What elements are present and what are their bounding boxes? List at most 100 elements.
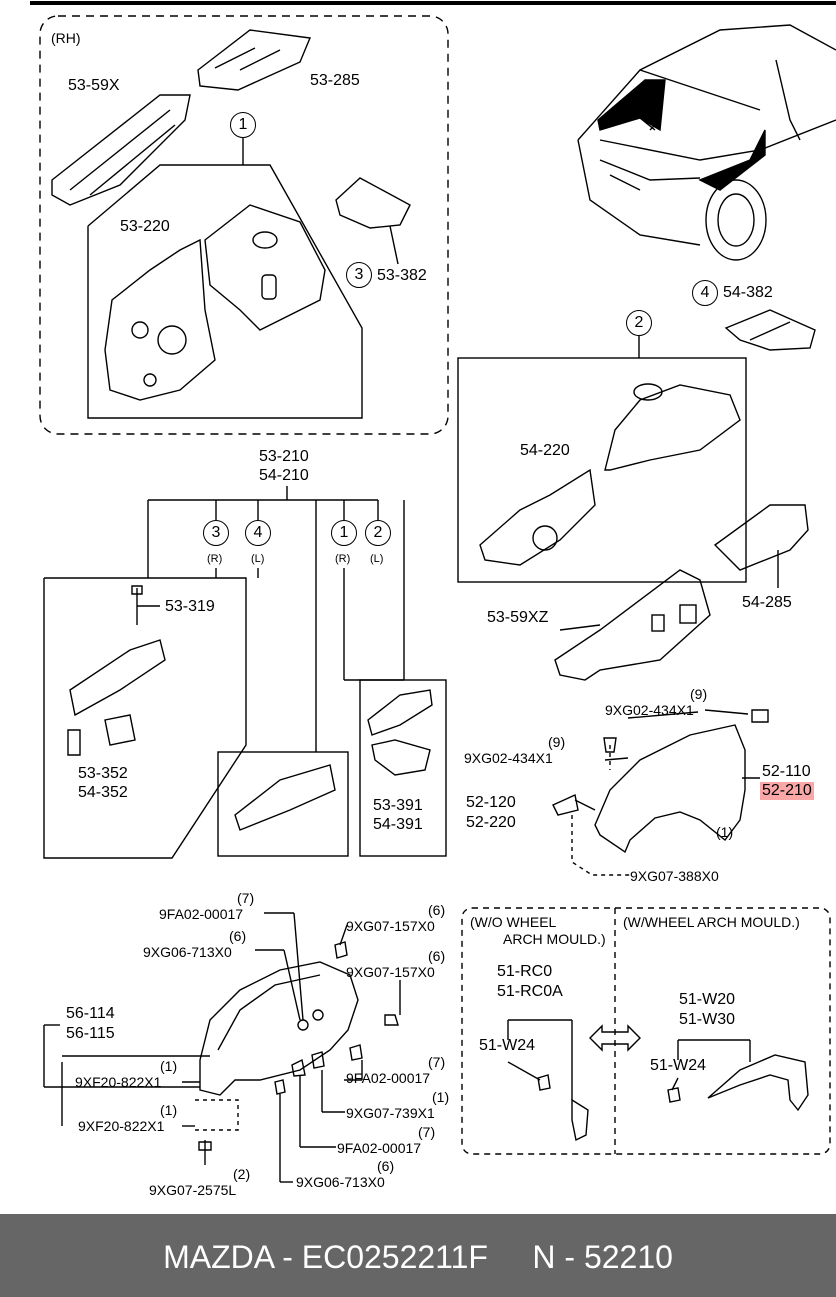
label-53-352: 53-352 — [78, 765, 128, 782]
qty-1-fender: (1) — [716, 824, 734, 840]
part-53-59x — [51, 94, 191, 206]
callout-4-tree: 4 — [245, 520, 271, 546]
label-53-210: 53-210 — [259, 448, 309, 465]
rh-group-border — [39, 15, 449, 435]
label-9fa02-00017-a: 9FA02-00017 — [159, 906, 244, 922]
label-51-w24-b: 51-W24 — [650, 1057, 707, 1074]
label-wo-wheel: (W/O WHEEL — [470, 914, 557, 930]
qty-2: (2) — [233, 1166, 251, 1182]
footer-gap — [488, 1239, 532, 1275]
label-9xg07-157x0-a: 9XG07-157X0 — [346, 918, 435, 934]
part-middle — [234, 764, 336, 831]
liner-leaders — [43, 912, 401, 1183]
qty-1-b: (1) — [432, 1089, 450, 1105]
label-53-382: 53-382 — [377, 267, 427, 284]
label-56-114: 56-114 — [66, 1005, 115, 1022]
callout-2: 2 — [626, 310, 652, 336]
label-9xg07-157x0-b: 9XG07-157X0 — [346, 964, 435, 980]
footer-part-number: EC0252211F — [301, 1239, 488, 1275]
footer-prefix: N — [532, 1239, 556, 1275]
callout-2-tree: 2 — [365, 520, 391, 546]
callout-1: 1 — [230, 112, 256, 138]
label-52-110: 52-110 — [762, 763, 811, 780]
part-53-220 — [104, 204, 326, 401]
part-53-391 — [367, 689, 433, 776]
label-9xg06-713x0-b: 9XG06-713X0 — [296, 1174, 385, 1190]
label-54-391: 54-391 — [373, 816, 423, 833]
footer-sep-2: - — [555, 1239, 584, 1275]
qty-7-b: (7) — [428, 1054, 446, 1070]
label-53-59xz: 53-59XZ — [487, 609, 549, 626]
label-9xg02-434x1-a: 9XG02-434X1 — [605, 702, 694, 718]
wheel-arch-group — [461, 907, 831, 1155]
label-9xg02-434x1-b: 9XG02-434X1 — [464, 750, 553, 766]
group-middle-box — [217, 751, 349, 857]
part-53-285 — [197, 29, 311, 91]
part-51-w20 — [667, 1039, 809, 1112]
label-53-391: 53-391 — [373, 797, 423, 814]
callout-3: 3 — [346, 262, 372, 288]
qty-6-c: (6) — [428, 948, 446, 964]
footer-brand: MAZDA — [163, 1239, 274, 1275]
label-52-220: 52-220 — [466, 814, 516, 831]
label-56-115: 56-115 — [66, 1025, 115, 1042]
part-53-319 — [67, 585, 166, 756]
label-52-210-highlighted: 52-210 — [760, 782, 814, 800]
label-54-210: 54-210 — [259, 467, 309, 484]
group-53-391-box — [359, 679, 447, 857]
label-r-1: (R) — [335, 553, 351, 565]
qty-9-a: (9) — [690, 686, 708, 702]
label-9xg06-713x0-a: 9XG06-713X0 — [143, 944, 232, 960]
label-rh: (RH) — [51, 30, 81, 46]
group-53-319-box — [43, 577, 247, 859]
label-l-4: (L) — [251, 553, 265, 565]
footer-bar — [0, 1214, 836, 1297]
part-54-285 — [713, 504, 809, 588]
label-9xg07-739x1: 9XG07-739X1 — [346, 1105, 435, 1121]
label-53-285: 53-285 — [310, 72, 360, 89]
qty-6-a: (6) — [229, 928, 247, 944]
part-54-382 — [724, 309, 816, 351]
label-53-220: 53-220 — [120, 218, 170, 235]
qty-1-c: (1) — [160, 1102, 178, 1118]
label-9fa02-00017-c: 9FA02-00017 — [337, 1140, 422, 1156]
footer-ref: 52210 — [583, 1239, 673, 1275]
callout-4: 4 — [692, 280, 718, 306]
label-54-382: 54-382 — [723, 284, 773, 301]
footer-sep-1: - — [273, 1239, 302, 1275]
label-51-w20: 51-W20 — [679, 991, 736, 1008]
label-9xf20-822x1-b: 9XF20-822X1 — [78, 1118, 165, 1134]
group-54-220-box — [457, 357, 747, 583]
part-54-220 — [479, 383, 741, 566]
qty-6-b: (6) — [428, 902, 446, 918]
qty-7-c: (7) — [418, 1124, 436, 1140]
label-53-319: 53-319 — [165, 598, 215, 615]
qty-9-b: (9) — [548, 734, 566, 750]
part-53-59xz — [554, 569, 711, 681]
label-w-wheel-arch: (W/WHEEL ARCH MOULD.) — [623, 914, 800, 930]
vehicle-illustration — [577, 24, 836, 261]
qty-6-d: (6) — [377, 1158, 395, 1174]
label-arch-mould: ARCH MOULD.) — [503, 931, 606, 947]
label-l-2: (L) — [370, 553, 384, 565]
part-53-382 — [335, 177, 411, 265]
qty-1-a: (1) — [160, 1058, 178, 1074]
label-54-352: 54-352 — [78, 784, 128, 801]
part-52-210-fender — [552, 709, 769, 876]
label-52-120: 52-120 — [466, 794, 516, 811]
callout-1-tree: 1 — [331, 520, 357, 546]
label-51-rc0a: 51-RC0A — [497, 983, 563, 1000]
label-9xg07-388x0: 9XG07-388X0 — [630, 868, 719, 884]
group-53-220-box — [87, 164, 363, 419]
label-9xf20-822x1-a: 9XF20-822X1 — [75, 1074, 162, 1090]
label-54-220: 54-220 — [520, 442, 570, 459]
qty-7-a: (7) — [237, 890, 255, 906]
label-9xg07-2575l: 9XG07-2575L — [149, 1182, 237, 1198]
part-56-114-liner — [195, 941, 399, 1165]
label-51-w30: 51-W30 — [679, 1011, 736, 1028]
part-51-rc0 — [507, 1019, 589, 1142]
footer-caption: MAZDA - EC0252211F N - 52210 — [0, 1237, 836, 1277]
arrow-left-right — [589, 1024, 641, 1052]
label-9fa02-00017-b: 9FA02-00017 — [346, 1070, 431, 1086]
